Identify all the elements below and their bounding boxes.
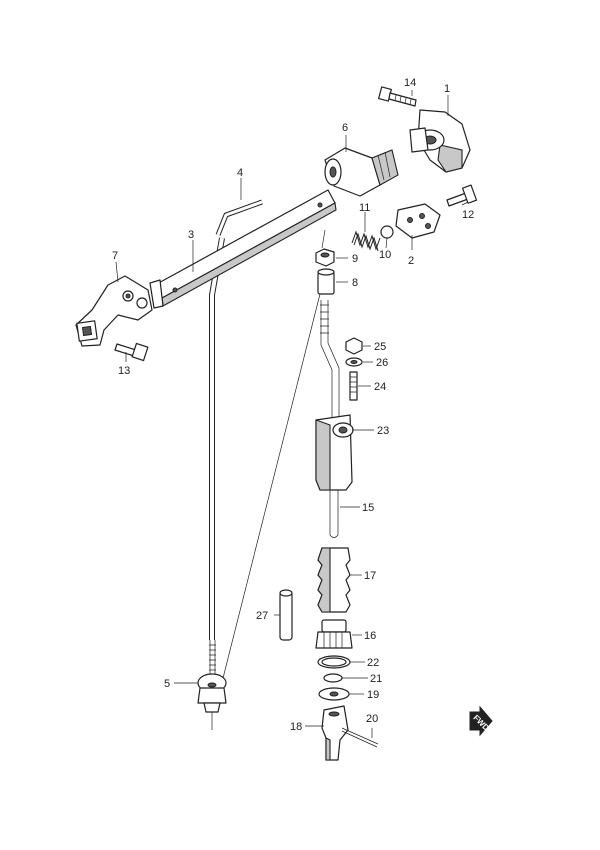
callout-8: 8: [352, 277, 358, 289]
callout-5: 5: [164, 678, 170, 690]
part-2-plate: [395, 203, 441, 239]
callout-1: 1: [444, 83, 450, 95]
part-3-shaft: [149, 189, 337, 309]
callout-6: 6: [342, 122, 348, 134]
part-22-oring: [317, 655, 351, 669]
callout-25: 25: [374, 341, 386, 353]
callout-10: 10: [379, 249, 391, 261]
fwd-direction-marker: FWD: [469, 705, 493, 737]
callout-15: 15: [362, 502, 374, 514]
leader-lines: [115, 90, 469, 738]
part-13-bolt: [114, 342, 149, 362]
callout-26: 26: [376, 357, 388, 369]
callout-23: 23: [377, 425, 389, 437]
part-24-stud: [349, 371, 358, 401]
part-6-coupler: [324, 147, 399, 197]
part-20-pin: [341, 727, 379, 748]
callout-12: 12: [462, 209, 474, 221]
callout-11: 11: [359, 202, 370, 214]
callout-16: 16: [364, 630, 376, 642]
part-9-nut: [315, 229, 335, 267]
part-7-lever: [75, 275, 153, 347]
part-15-rod: [320, 300, 340, 538]
callout-27: 27: [256, 610, 268, 622]
callout-9: 9: [352, 253, 358, 265]
part-14-bolt: [378, 86, 417, 107]
callout-13: 13: [118, 365, 130, 377]
part-11-spring: [351, 230, 381, 252]
callout-2: 2: [408, 255, 414, 267]
callout-3: 3: [188, 229, 194, 241]
callout-24: 24: [374, 381, 386, 393]
part-26-washer: [345, 357, 363, 367]
callout-19: 19: [367, 689, 379, 701]
callout-22: 22: [367, 657, 379, 669]
part-25-nut: [345, 337, 363, 355]
part-10-ball: [380, 225, 394, 239]
callout-18: 18: [290, 721, 302, 733]
part-12-bolt: [446, 184, 478, 207]
part-17-boot: [317, 547, 351, 613]
part-1-housing: [409, 109, 471, 173]
part-27-pin: [279, 589, 293, 641]
callout-7: 7: [112, 250, 118, 262]
part-18-bracket: [321, 705, 349, 761]
part-8-sleeve: [317, 268, 335, 295]
part-5-grommet: [197, 673, 227, 730]
callout-20: 20: [366, 713, 378, 725]
part-23-block: [315, 414, 354, 491]
part-21-oring: [323, 673, 343, 683]
callout-4: 4: [237, 167, 243, 179]
part-19-washer: [318, 687, 350, 701]
callout-14: 14: [404, 77, 416, 89]
part-16-guide: [315, 619, 353, 649]
callout-21: 21: [370, 673, 382, 685]
callout-17: 17: [364, 570, 376, 582]
callout-labels: 1 2 3 4 5 6 7 8 9 10 11 12 13 14 15 16 1…: [112, 77, 474, 733]
